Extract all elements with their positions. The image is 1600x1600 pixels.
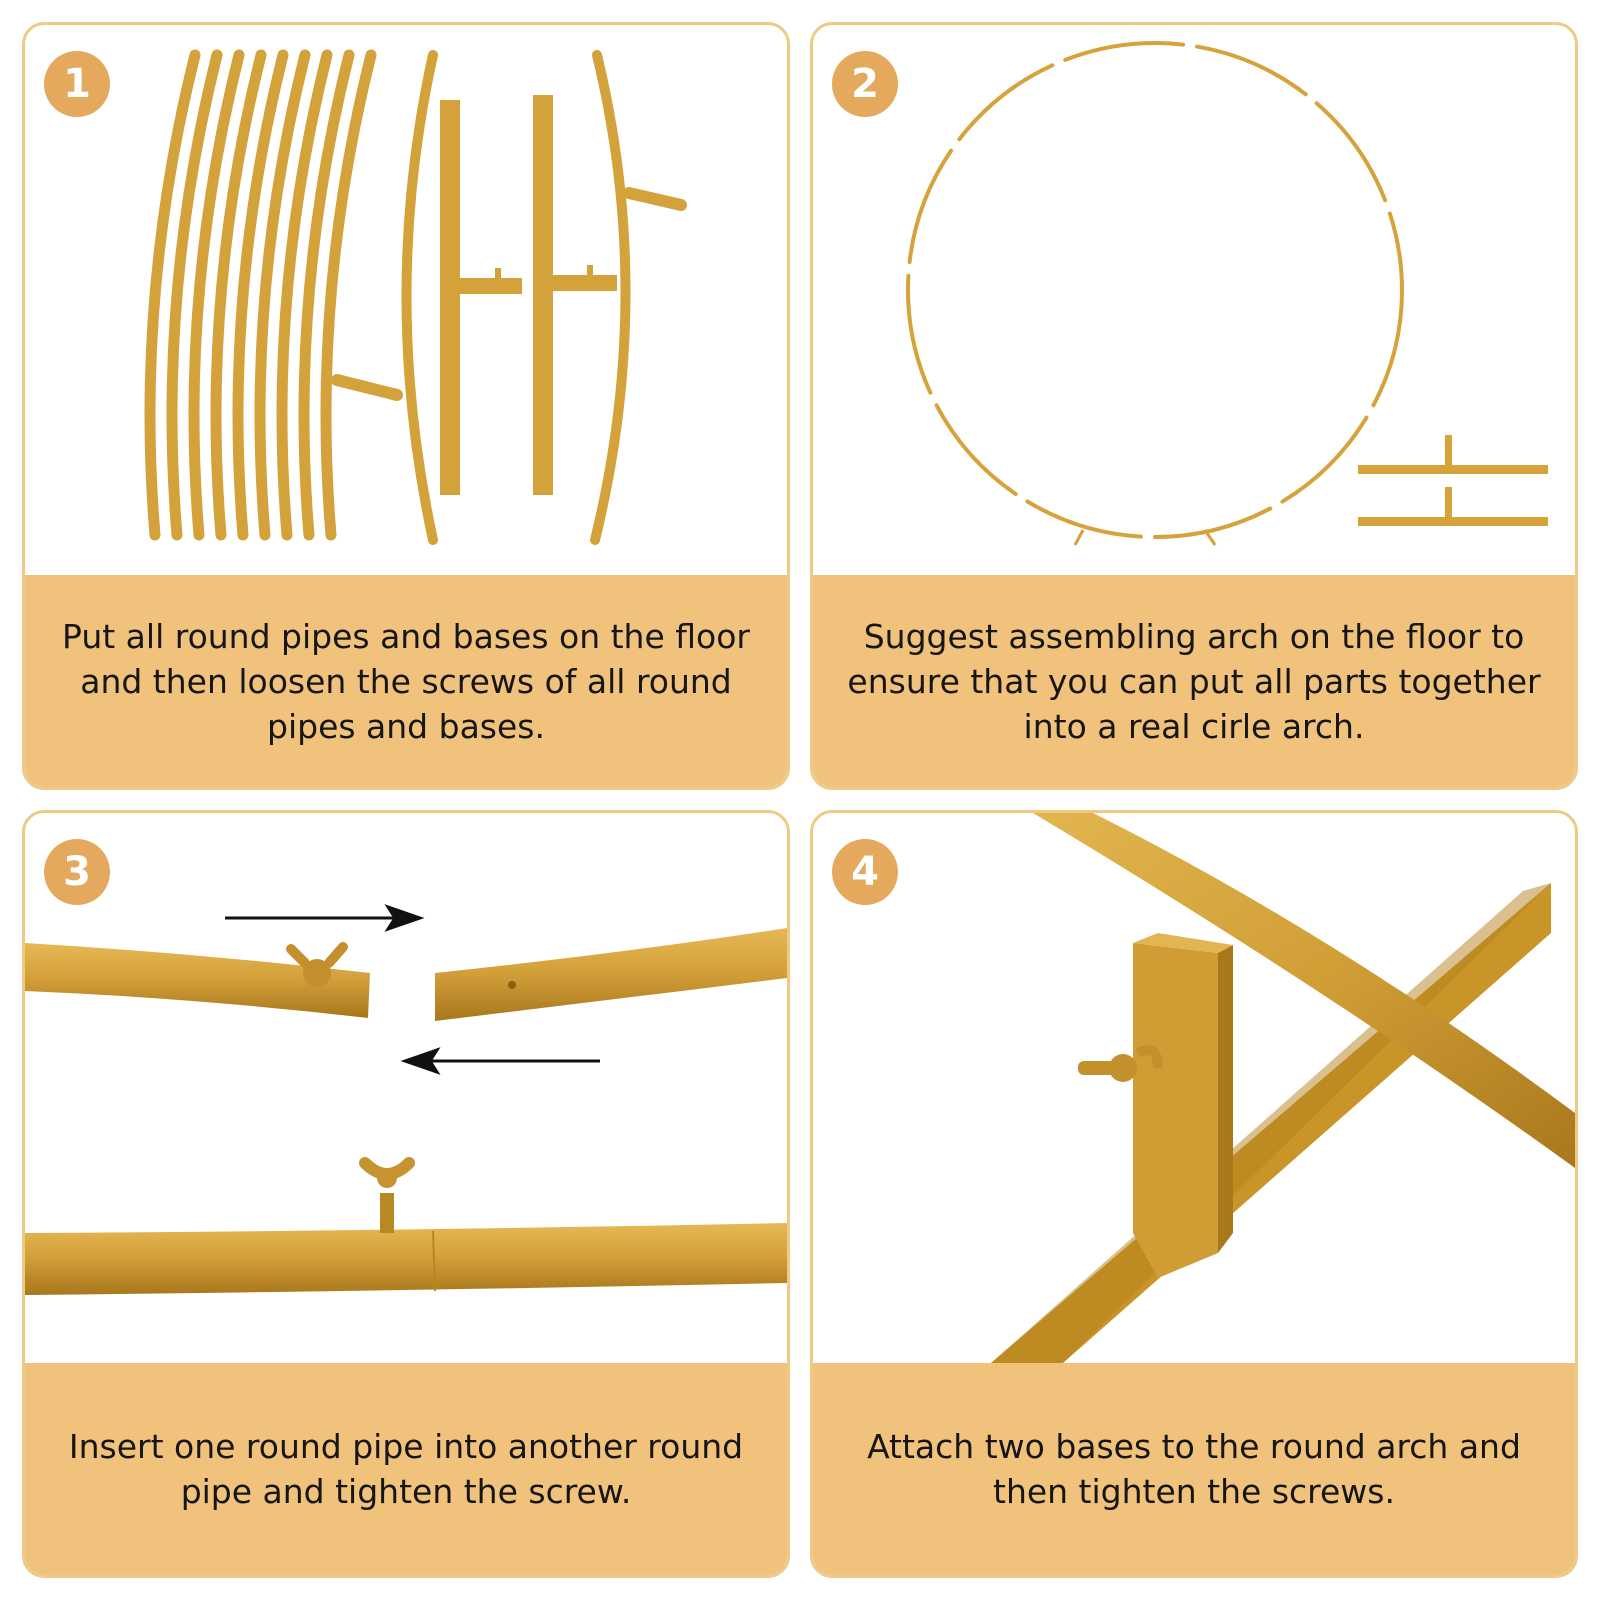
joined-pipe (25, 1157, 787, 1295)
step-2-illustration (813, 25, 1575, 575)
wing-screw-icon (1078, 1045, 1163, 1082)
step-caption: Attach two bases to the round arch and t… (813, 1363, 1575, 1575)
step-4-card: 4 Attach two bases to the round arch and… (810, 810, 1578, 1578)
step-badge: 2 (832, 51, 898, 117)
left-end-pipe (331, 50, 438, 545)
caption-text: Attach two bases to the round arch and t… (867, 1427, 1521, 1511)
step-3-card: 3 Insert one round pipe into another rou… (22, 810, 790, 1578)
step-badge: 1 (44, 51, 110, 117)
base-left (440, 100, 522, 495)
right-pipe-piece (435, 928, 787, 1021)
right-end-pipe (590, 50, 687, 545)
base-right (533, 95, 617, 495)
arch-feet (1073, 529, 1217, 546)
left-pipe-piece (25, 942, 370, 1018)
step-badge: 4 (832, 839, 898, 905)
circle-arch-segments (906, 41, 1404, 539)
curved-pipes-bundle (144, 49, 377, 541)
caption-text: Put all round pipes and bases on the flo… (62, 616, 750, 746)
step-caption: Insert one round pipe into another round… (25, 1363, 787, 1575)
step-2-card: 2 Suggest assembling arch on the floor t… (810, 22, 1578, 790)
step-caption: Put all round pipes and bases on the flo… (25, 575, 787, 787)
base-upright-post (1133, 933, 1233, 1278)
step-1-illustration (25, 25, 787, 575)
step-1-card: 1 Put all round pipes and bases on the f… (22, 22, 790, 790)
step-badge: 3 (44, 839, 110, 905)
step-4-illustration (813, 813, 1575, 1363)
bases-pair (1358, 435, 1548, 526)
step-3-illustration (25, 813, 787, 1363)
arrow-left-icon (400, 1047, 600, 1075)
arrow-right-icon (225, 904, 425, 932)
step-caption: Suggest assembling arch on the floor to … (813, 575, 1575, 787)
caption-text: Suggest assembling arch on the floor to … (847, 616, 1541, 746)
caption-text: Insert one round pipe into another round… (68, 1427, 744, 1511)
